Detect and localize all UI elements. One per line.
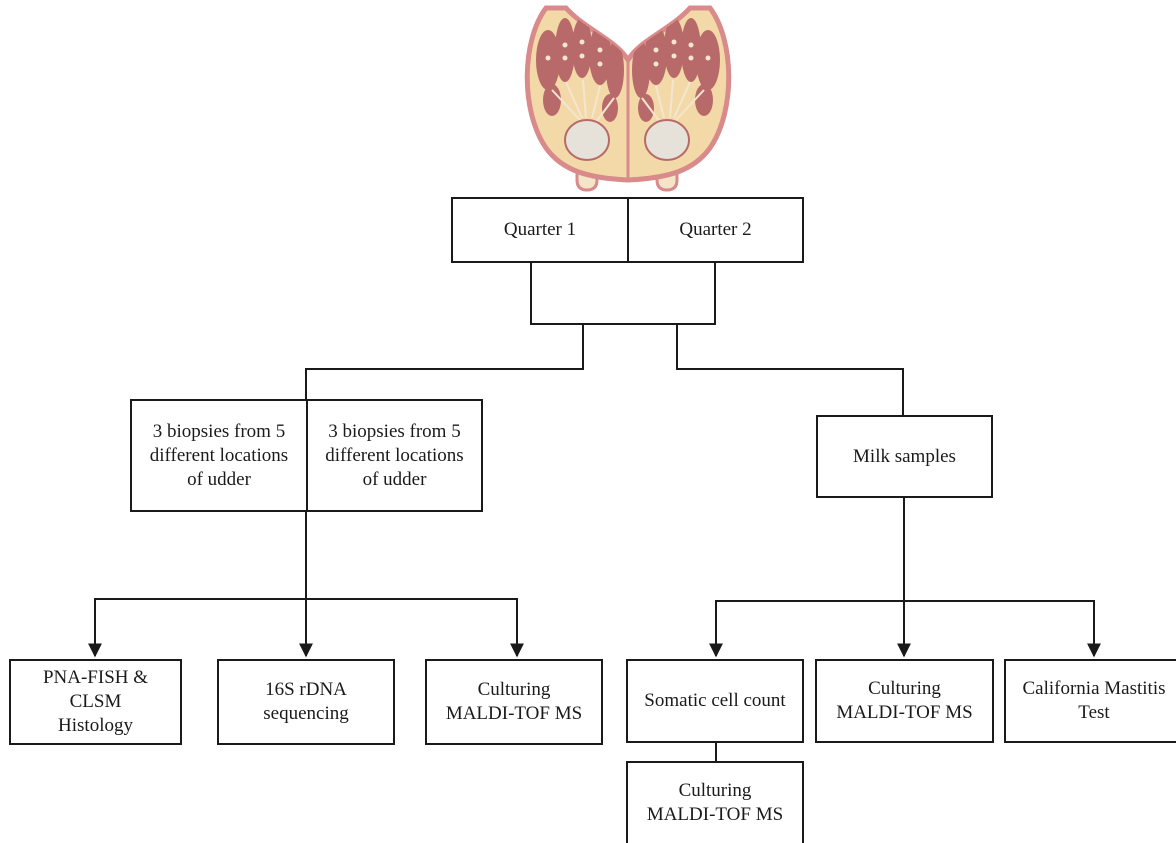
- biopsies-right-box: 3 biopsies from 5 different locations of…: [306, 399, 483, 512]
- to-biopsies-line: [305, 324, 584, 400]
- milk-culturing-label: Culturing MALDI-TOF MS: [836, 678, 973, 723]
- scc-culturing-label: Culturing MALDI-TOF MS: [646, 780, 784, 825]
- quarter-1-box: Quarter 1: [451, 197, 629, 263]
- quarter-2-label: Quarter 2: [679, 219, 752, 240]
- right-gland-lobes: [632, 18, 720, 122]
- left-cistern: [564, 119, 610, 161]
- milk-culturing-box: Culturing MALDI-TOF MS: [815, 659, 994, 743]
- right-cistern: [644, 119, 690, 161]
- sequencing-label: 16S rDNA sequencing: [263, 679, 349, 724]
- biopsies-left-label: 3 biopsies from 5 different locations of…: [149, 420, 289, 490]
- quarter-1-label: Quarter 1: [503, 219, 577, 240]
- tissue-culturing-box: Culturing MALDI-TOF MS: [425, 659, 603, 745]
- quarters-merge-line: [530, 262, 716, 325]
- biopsies-branch-line: [88, 598, 524, 658]
- tissue-culturing-label: Culturing MALDI-TOF MS: [445, 679, 583, 724]
- quarter-2-box: Quarter 2: [627, 197, 804, 263]
- histology-label: PNA-FISH & CLSM Histology: [42, 667, 149, 736]
- milk-branch-line: [709, 600, 1101, 658]
- california-mastitis-test-box: California Mastitis Test: [1004, 659, 1176, 743]
- california-mastitis-test-label: California Mastitis Test: [1022, 678, 1166, 723]
- milk-samples-label: Milk samples: [853, 445, 956, 467]
- sequencing-box: 16S rDNA sequencing: [217, 659, 395, 745]
- somatic-cell-count-box: Somatic cell count: [626, 659, 804, 743]
- milk-samples-box: Milk samples: [816, 415, 993, 498]
- biopsies-right-label: 3 biopsies from 5 different locations of…: [325, 420, 464, 490]
- to-milk-line: [676, 324, 904, 416]
- scc-culturing-box: Culturing MALDI-TOF MS: [626, 761, 804, 843]
- biopsies-left-box: 3 biopsies from 5 different locations of…: [130, 399, 308, 512]
- left-gland-lobes: [536, 18, 624, 122]
- histology-box: PNA-FISH & CLSM Histology: [9, 659, 182, 745]
- somatic-cell-count-label: Somatic cell count: [644, 690, 786, 711]
